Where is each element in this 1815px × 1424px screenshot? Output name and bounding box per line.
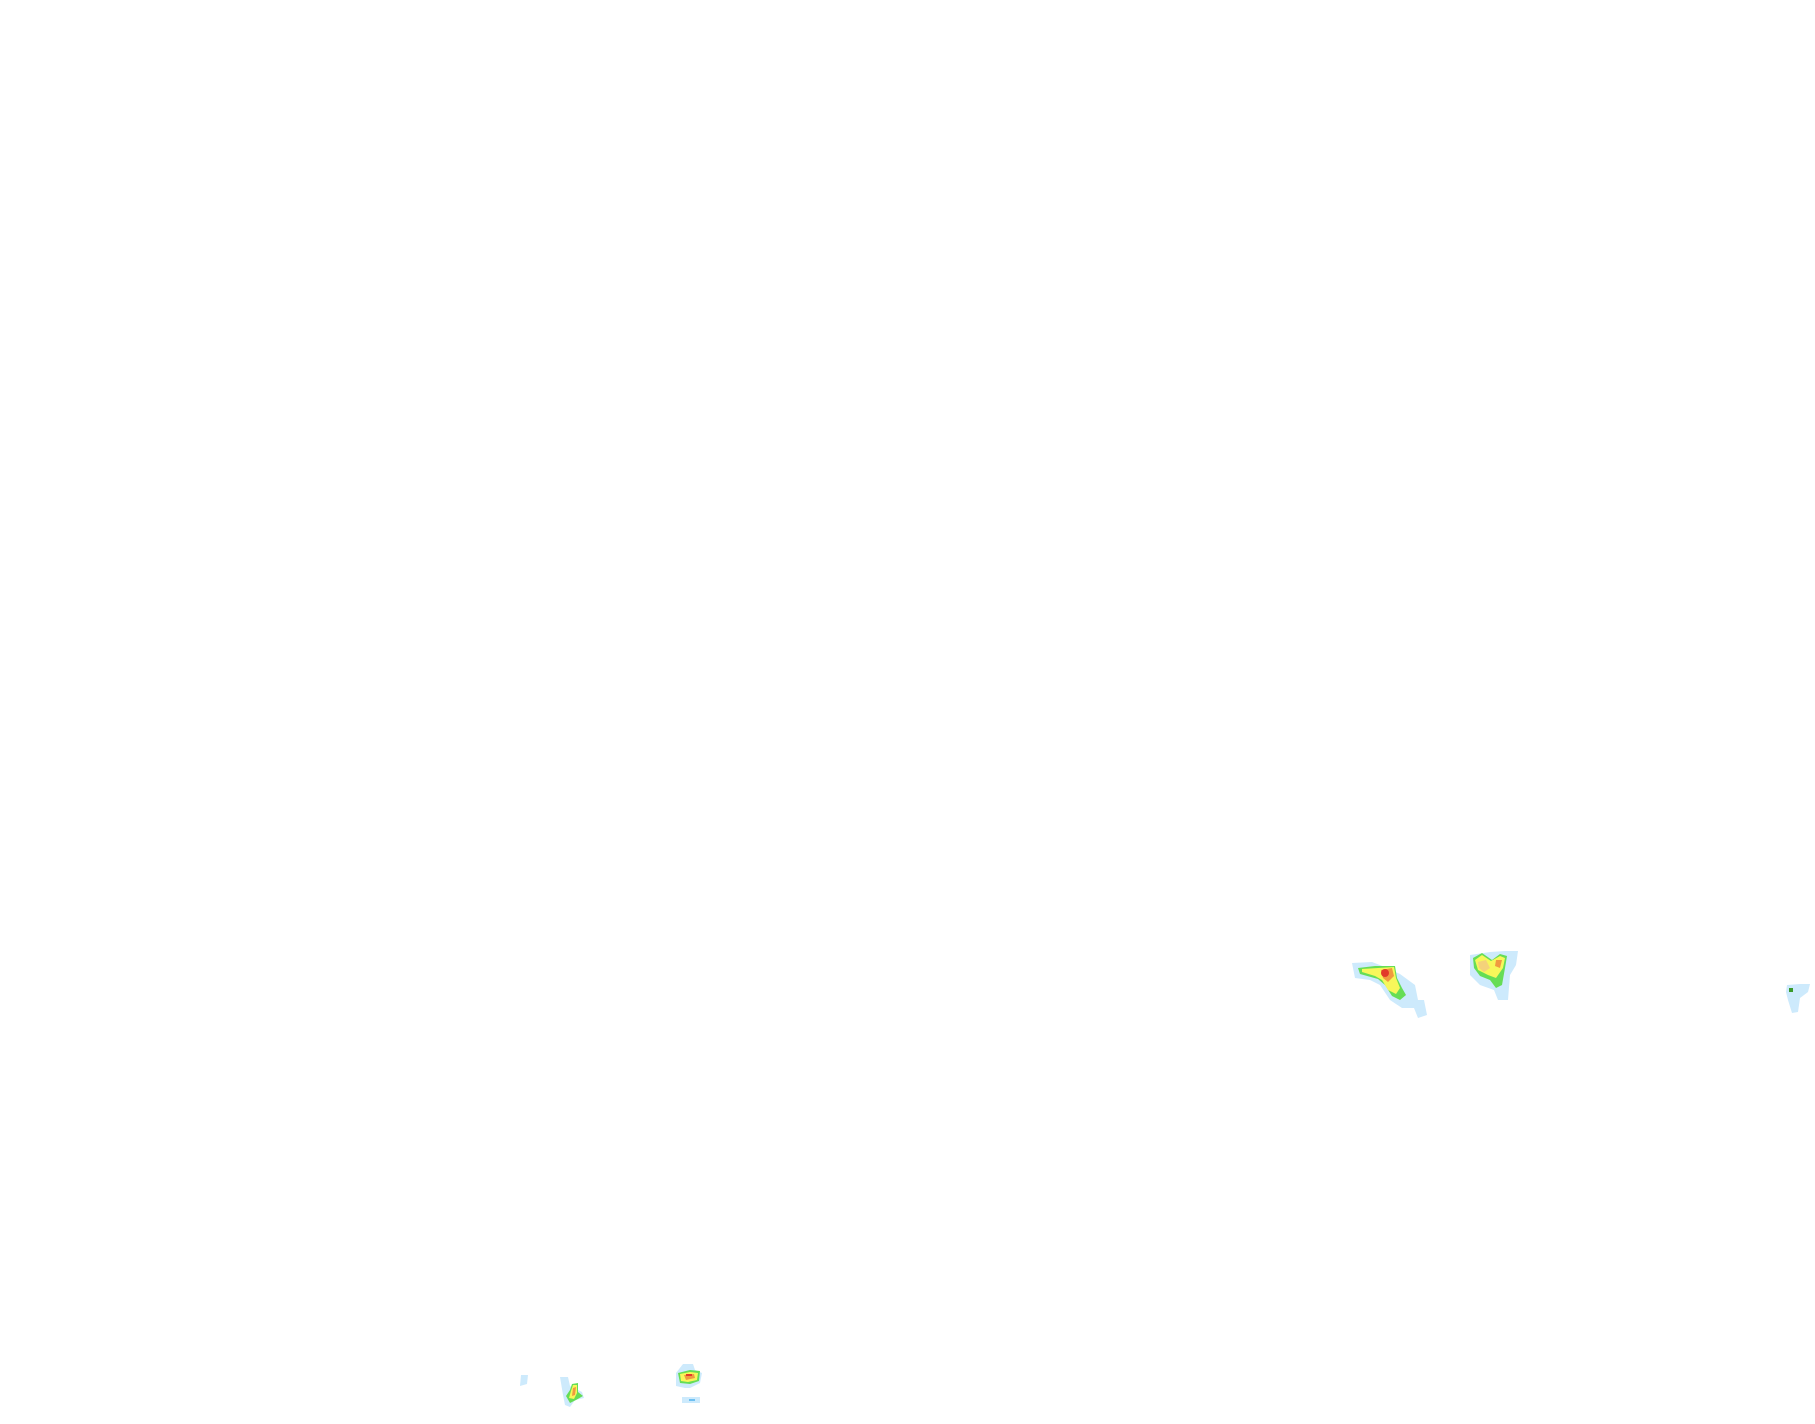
storm-cell-south-3	[676, 1364, 702, 1403]
storm-cell-east-2	[1470, 951, 1518, 1000]
storm-cell-south-2	[560, 1377, 584, 1407]
storm-cell-east-3	[1786, 984, 1810, 1013]
storm-cell-east-1	[1352, 962, 1427, 1018]
storm-cell-south-1	[520, 1375, 528, 1386]
